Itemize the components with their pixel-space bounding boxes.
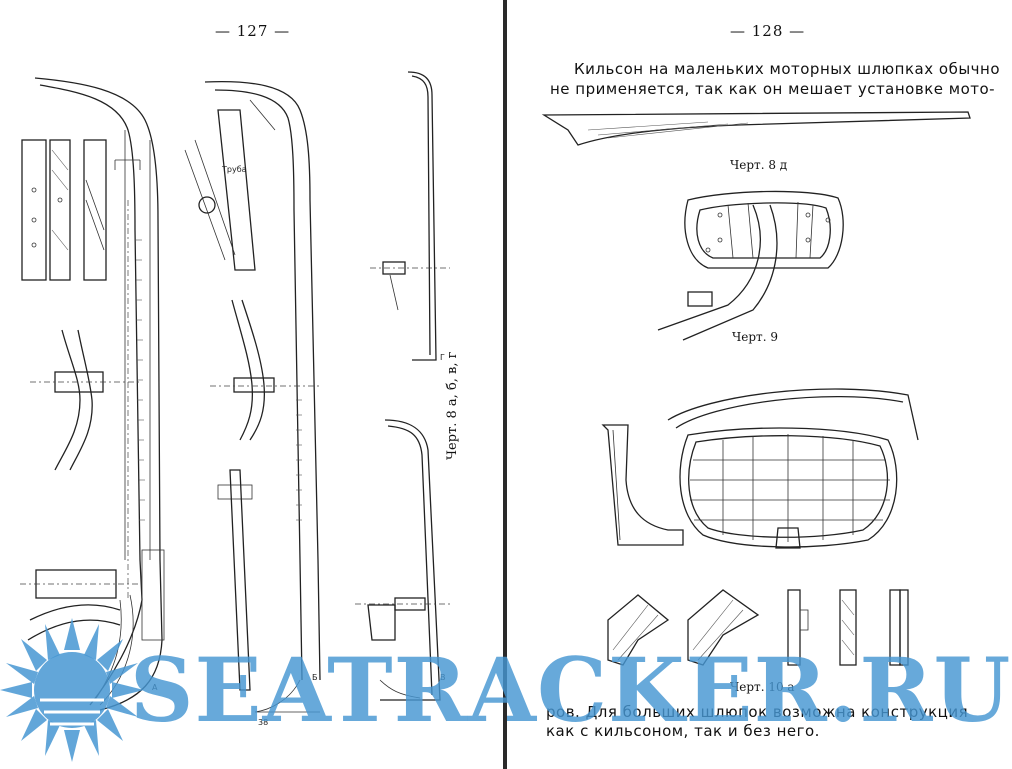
- body-text-line-1: Кильсон на маленьких моторных шлюпках об…: [574, 60, 1001, 78]
- right-page: — 128 — Кильсон на маленьких моторных шл…: [508, 0, 1012, 769]
- drawing-joint-detail: [20, 569, 140, 641]
- drawing-8d-kelson: [541, 111, 971, 146]
- watermark-text: SEATRACKER.RU: [130, 638, 1012, 742]
- left-page: — 127 — А: [0, 0, 503, 769]
- right-page-drawings: [541, 111, 971, 666]
- label-g: Г: [440, 353, 445, 362]
- drawing-10a-hull: [601, 388, 919, 549]
- book-spine: [503, 0, 507, 769]
- label-v: В: [440, 673, 446, 682]
- drawing-v-g-sternpost: Г В: [355, 71, 450, 701]
- body-text-line-2: не применяется, так как он мешает устано…: [550, 80, 996, 98]
- caption-9: Черт. 9: [732, 330, 778, 344]
- body-text-line-4: как с кильсоном, так и без него.: [546, 722, 820, 740]
- left-page-drawings: А: [20, 71, 450, 727]
- label-a: А: [152, 683, 158, 692]
- label-truba: Труба: [221, 165, 247, 174]
- drawing-10a-joints: [607, 589, 909, 666]
- caption-8abvg: Черт. 8 а, б, в, г: [445, 351, 460, 460]
- drawing-b-keel-assembly: Труба Б 38: [184, 80, 321, 727]
- caption-10a: Черт. 10 а: [730, 680, 795, 694]
- left-page-number: — 127 —: [215, 22, 291, 40]
- drawing-detail-strips: [21, 139, 107, 281]
- body-text-line-3: ров. Для больших шлюпок возможна констру…: [546, 703, 969, 721]
- drawing-9-frame: [657, 190, 844, 341]
- page-mark-38: 38: [258, 718, 268, 727]
- caption-8d: Черт. 8 д: [730, 158, 788, 172]
- right-page-number: — 128 —: [730, 22, 806, 40]
- label-b: Б: [312, 673, 318, 682]
- drawing-cross-section-1: [30, 329, 140, 471]
